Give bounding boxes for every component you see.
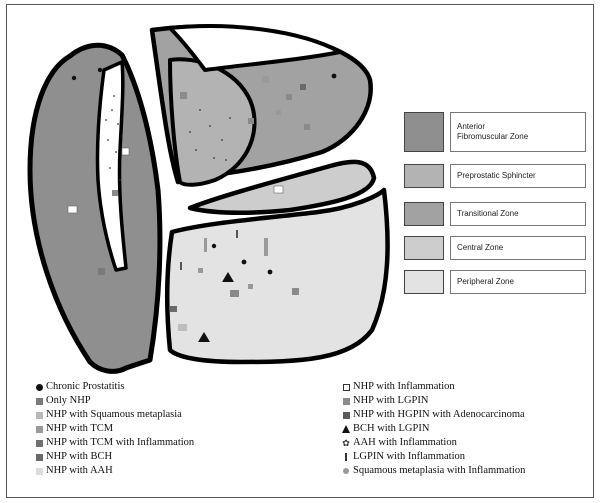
square-marker-icon [33, 394, 45, 408]
triangle-marker-icon [340, 422, 352, 436]
anterior-fibromuscular-zone [30, 45, 160, 371]
key-label: Squamous metaplasia with Inflammation [353, 464, 525, 478]
key-label: Only NHP [46, 394, 91, 408]
bar-marker-icon [340, 450, 352, 464]
square-marker-icon [33, 450, 45, 464]
zone-row-preprostatic: Preprostatic Sphincter [404, 164, 586, 188]
zone-row-central: Central Zone [404, 236, 586, 260]
peripheral-zone [167, 190, 387, 362]
key-label: NHP with LGPIN [353, 394, 428, 408]
square-outline-marker-icon [340, 380, 352, 394]
key-label: NHP with Squamous metaplasia [46, 408, 182, 422]
transitional-swatch [404, 202, 444, 226]
zone-row-anterior: Anterior Fibromuscular Zone [404, 112, 586, 152]
square-marker-icon [33, 408, 45, 422]
preprostatic-swatch [404, 164, 444, 188]
square-marker-icon [33, 464, 45, 478]
square-marker-icon [340, 408, 352, 422]
anterior-swatch [404, 112, 444, 152]
dot-marker-icon [33, 380, 45, 394]
key-label: NHP with HGPIN with Adenocarcinoma [353, 408, 525, 422]
circle-marker-icon [340, 464, 352, 478]
key-label: NHP with TCM with Inflammation [46, 436, 194, 450]
transitional-label: Transitional Zone [450, 202, 586, 226]
central-swatch [404, 236, 444, 260]
square-marker-icon [33, 436, 45, 450]
star-marker-icon: ✿ [340, 436, 352, 450]
zone-row-peripheral: Peripheral Zone [404, 270, 586, 294]
square-marker-icon [340, 394, 352, 408]
key-label: NHP with BCH [46, 450, 112, 464]
key-label: LGPIN with Inflammation [353, 450, 465, 464]
key-label: BCH with LGPIN [353, 422, 429, 436]
key-label: NHP with Inflammation [353, 380, 455, 394]
peripheral-swatch [404, 270, 444, 294]
zone-row-transitional: Transitional Zone [404, 202, 586, 226]
preprostatic-label: Preprostatic Sphincter [450, 164, 586, 188]
key-label: NHP with TCM [46, 422, 113, 436]
key-label: NHP with AAH [46, 464, 113, 478]
central-label: Central Zone [450, 236, 586, 260]
square-marker-icon [33, 422, 45, 436]
peripheral-label: Peripheral Zone [450, 270, 586, 294]
anterior-label: Anterior Fibromuscular Zone [450, 112, 586, 152]
key-label: AAH with Inflammation [353, 436, 457, 450]
key-label: Chronic Prostatitis [46, 380, 124, 394]
